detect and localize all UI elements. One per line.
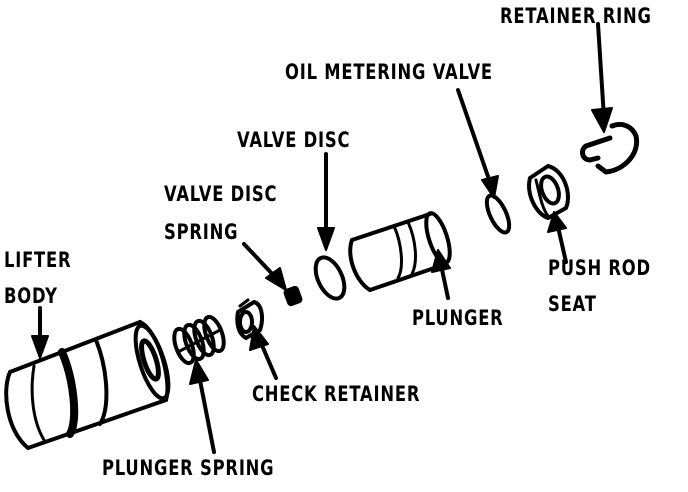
plunger-spring <box>172 314 226 366</box>
plunger-part <box>348 211 452 292</box>
label-push-rod-seat-line2: SEAT <box>548 292 597 316</box>
label-check-retainer: CHECK RETAINER <box>252 382 421 406</box>
label-plunger: PLUNGER <box>412 306 504 330</box>
retainer-ring-part <box>580 121 640 175</box>
label-oil-metering-valve: OIL METERING VALVE <box>285 60 493 84</box>
label-valve-disc-spring-line2: SPRING <box>164 220 239 244</box>
push-rod-seat-part <box>527 164 570 220</box>
label-lifter-body-line2: BODY <box>4 284 58 308</box>
valve-disc-spring-part <box>283 285 303 307</box>
label-retainer-ring: RETAINER RING <box>500 4 652 28</box>
label-valve-disc: VALVE DISC <box>237 128 351 152</box>
lifter-body <box>4 320 171 450</box>
check-retainer <box>235 298 264 340</box>
label-lifter-body-line1: LIFTER <box>4 248 72 272</box>
label-plunger-spring: PLUNGER SPRING <box>102 456 275 480</box>
leader-lines <box>31 22 613 454</box>
label-push-rod-seat-line1: PUSH ROD <box>548 256 651 280</box>
label-valve-disc-spring-line1: VALVE DISC <box>164 182 278 206</box>
oil-metering-valve-part <box>484 193 512 235</box>
valve-disc-part <box>313 255 347 301</box>
